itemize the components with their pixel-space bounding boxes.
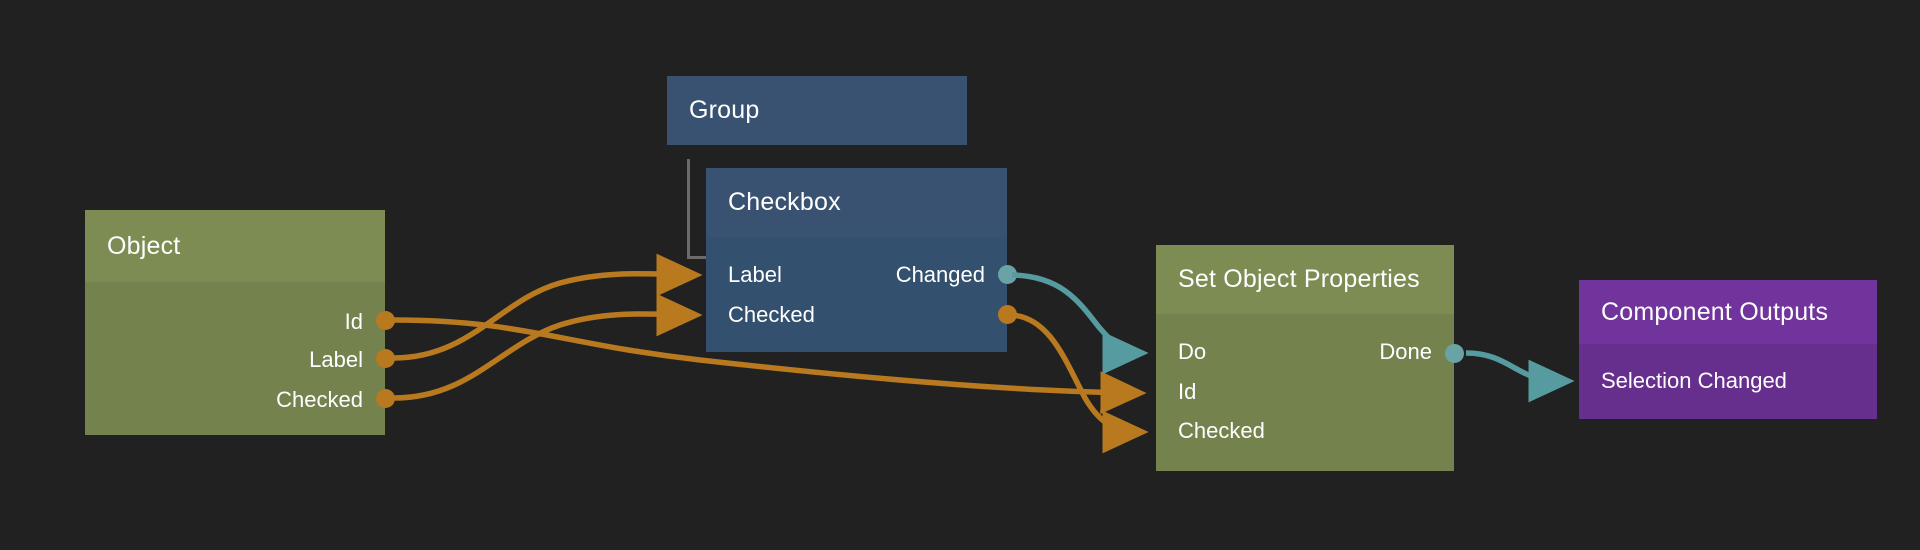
port-label-sop-done: Done [1379, 339, 1432, 364]
node-sop-title: Set Object Properties [1178, 265, 1420, 293]
port-dot-object-checked[interactable] [376, 389, 395, 408]
port-row-object-id[interactable]: Id [85, 307, 385, 337]
node-co-body: Selection Changed [1579, 344, 1877, 419]
port-dot-object-id[interactable] [376, 311, 395, 330]
port-label-sop-id: Id [1178, 379, 1197, 404]
node-object-body: Id Label Checked [85, 282, 385, 435]
port-dot-sop-done[interactable] [1445, 344, 1464, 363]
port-dot-object-label[interactable] [376, 349, 395, 368]
port-row-checkbox-changed[interactable]: Changed [706, 260, 1007, 290]
port-label-checkbox-changed: Changed [895, 262, 985, 287]
wire-checkbox-checked-to-sop-checked [1011, 312, 1149, 454]
port-label-checkbox-label: Label [728, 262, 782, 287]
node-object-title: Object [107, 231, 181, 260]
port-label-object-checked: Checked [276, 387, 363, 412]
port-row-co-selection-changed[interactable]: Selection Changed [1579, 366, 1877, 396]
node-checkbox[interactable]: Checkbox Label Changed Checked [706, 168, 1017, 352]
node-object-title-bar[interactable]: Object [85, 210, 385, 282]
node-checkbox-title: Checkbox [728, 188, 841, 216]
port-label-co-selection-changed: Selection Changed [1601, 368, 1787, 393]
node-checkbox-body: Label Changed Checked [706, 237, 1007, 352]
node-object[interactable]: Object Id Label Checked [85, 210, 395, 435]
port-row-sop-id[interactable]: Id [1156, 377, 1454, 407]
node-group-title-bar[interactable]: Group [667, 76, 967, 145]
node-group[interactable]: Group [667, 76, 967, 145]
port-row-sop-checked[interactable]: Checked [1156, 416, 1454, 446]
port-row-sop-done[interactable]: Done [1156, 337, 1454, 367]
port-row-sop-do[interactable]: Do [1156, 337, 1454, 367]
wire-sop-done-to-co-selection-changed [1465, 350, 1575, 403]
node-co-title-bar[interactable]: Component Outputs [1579, 280, 1877, 344]
node-sop-body: Do Done Id Checked [1156, 314, 1454, 471]
node-checkbox-title-bar[interactable]: Checkbox [706, 168, 1007, 237]
port-dot-checkbox-out-checked[interactable] [998, 305, 1017, 324]
node-group-title: Group [689, 96, 760, 124]
node-sop-title-bar[interactable]: Set Object Properties [1156, 245, 1454, 314]
node-co-title: Component Outputs [1601, 297, 1829, 326]
port-row-object-checked[interactable]: Checked [85, 385, 385, 415]
port-row-checkbox-label[interactable]: Label [706, 260, 1007, 290]
port-label-sop-do: Do [1178, 339, 1207, 364]
wire-object-label-to-checkbox-label [393, 253, 703, 361]
port-label-sop-checked: Checked [1178, 418, 1265, 443]
node-component-outputs[interactable]: Component Outputs Selection Changed [1579, 280, 1877, 419]
port-label-object-label: Label [309, 347, 363, 372]
port-row-checkbox-checked[interactable]: Checked [706, 300, 1007, 330]
wire-checkbox-changed-to-sop-do [1011, 272, 1149, 375]
port-label-object-id: Id [344, 309, 363, 334]
port-dot-checkbox-changed[interactable] [998, 265, 1017, 284]
wire-object-checked-to-checkbox-checked [393, 293, 703, 401]
node-set-object-properties[interactable]: Set Object Properties Do Done Id Checked [1156, 245, 1464, 471]
port-label-checkbox-checked: Checked [728, 302, 815, 327]
port-row-object-label[interactable]: Label [85, 345, 385, 375]
